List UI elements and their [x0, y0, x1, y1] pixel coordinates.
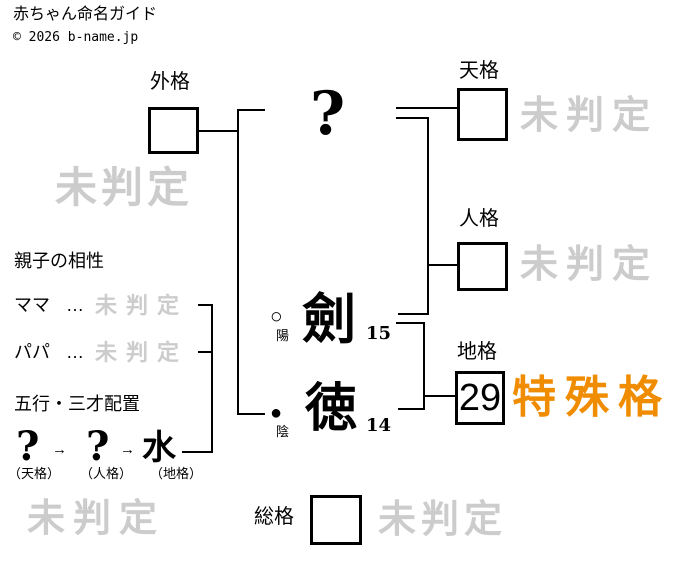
gogyo-sublabel-tenkaku: （天格）: [8, 466, 61, 481]
gogyo-status: 未判定: [27, 495, 166, 540]
compat-papa-status: 未判定: [95, 340, 189, 366]
soukaku-box: [310, 495, 362, 545]
compat-papa-ellipsis: …: [66, 342, 84, 362]
compat-papa-label: パパ: [14, 342, 50, 362]
compatibility-title: 親子の相性: [14, 251, 104, 271]
given-char-1-strokes: 15: [366, 323, 392, 344]
gaikaku-box: [148, 107, 199, 154]
compat-mama-ellipsis: …: [66, 295, 84, 315]
page-title: 赤ちゃん命名ガイド: [13, 6, 158, 23]
tenkaku-box: [457, 88, 508, 141]
connector-chikaku-box: [423, 395, 455, 397]
jinkaku-label: 人格: [459, 208, 499, 230]
yin-label: 陰: [276, 424, 290, 439]
yang-label: 陽: [276, 328, 290, 343]
soukaku-label: 総格: [254, 506, 294, 528]
connector-chikaku-top: [396, 322, 425, 324]
gogyo-sublabel-chikaku: （地格）: [150, 466, 203, 481]
given-char-2: 徳: [305, 378, 358, 439]
gogyo-element-jinkaku: ?: [86, 423, 110, 470]
gogyo-arrow-1-icon: →: [52, 441, 67, 458]
gogyo-element-chikaku: 水: [142, 428, 176, 468]
connector-jinkaku-top: [396, 117, 429, 119]
jinkaku-status: 未判定: [520, 241, 659, 286]
connector-compat-papa: [198, 351, 213, 353]
connector-jinkaku-box: [427, 264, 457, 266]
connector-jinkaku-bottom: [398, 313, 429, 315]
connector-name-bracket-vertical: [237, 109, 239, 415]
gogyo-arrow-2-icon: →: [120, 441, 135, 458]
chikaku-label: 地格: [457, 341, 497, 363]
chikaku-box: 29: [455, 371, 505, 425]
gogyo-title: 五行・三才配置: [14, 394, 140, 414]
connector-compat-chikaku: [182, 451, 213, 453]
connector-jinkaku-vertical: [427, 117, 429, 315]
connector-name-bracket-top: [237, 109, 265, 111]
connector-compat-vertical: [211, 304, 213, 453]
soukaku-status: 未判定: [378, 496, 508, 541]
gaikaku-label: 外格: [150, 71, 190, 93]
compat-mama-label: ママ: [14, 295, 50, 315]
connector-chikaku-vertical: [423, 322, 425, 410]
surname-placeholder: ?: [310, 79, 346, 149]
compat-mama-status: 未判定: [95, 293, 189, 319]
tenkaku-status: 未判定: [520, 92, 659, 137]
tenkaku-label: 天格: [459, 60, 499, 82]
connector-chikaku-bottom: [398, 408, 425, 410]
chikaku-value: 29: [458, 376, 502, 419]
yang-circle-icon: ○: [270, 305, 283, 328]
copyright-text: © 2026 b-name.jp: [13, 30, 139, 45]
connector-gaikaku: [198, 130, 239, 132]
jinkaku-box: [457, 242, 508, 291]
given-char-1: 劍: [302, 287, 356, 351]
connector-tenkaku: [396, 107, 457, 109]
yin-circle-icon: ●: [270, 402, 283, 424]
gaikaku-status: 未判定: [55, 163, 194, 212]
chikaku-status: 特殊格: [512, 372, 671, 423]
given-char-2-strokes: 14: [366, 415, 392, 436]
connector-compat-mama: [198, 304, 213, 306]
gogyo-sublabel-jinkaku: （人格）: [80, 466, 133, 481]
gogyo-element-tenkaku: ?: [16, 423, 40, 470]
connector-name-bracket-bottom: [237, 413, 265, 415]
